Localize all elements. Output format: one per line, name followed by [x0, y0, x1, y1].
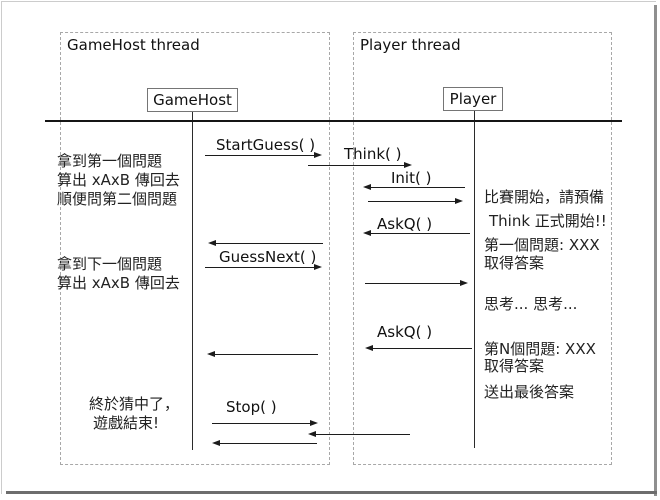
note-player-thinking: 思考... 思考... — [484, 295, 578, 313]
note-gamehost-next-question: 拿到下一個問題 算出 xAxB 傳回去 — [57, 255, 180, 293]
arrow-return-left-4 — [212, 440, 317, 446]
message-label-think: Think( ) — [344, 145, 402, 163]
object-box-player: Player — [443, 87, 503, 111]
arrow-stop-right — [212, 420, 318, 426]
arrow-return-right-1 — [368, 198, 463, 204]
note-player-think-begin: Think 正式開始!! — [489, 212, 607, 230]
note-line: 算出 xAxB 傳回去 — [57, 171, 180, 189]
lane-box-player-thread — [353, 32, 612, 465]
note-player-nth-question: 第N個問題: XXX — [484, 340, 596, 358]
message-label-guessnext: GuessNext( ) — [219, 248, 317, 266]
arrow-guessnext-right — [205, 264, 322, 270]
frame-right-shadow — [654, 5, 657, 496]
arrowhead-left-icon — [208, 240, 216, 246]
note-player-final-answer: 送出最後答案 — [484, 383, 575, 401]
lifeline-player — [474, 111, 475, 448]
frame-left-border — [1, 1, 2, 494]
arrowhead-left-icon — [363, 230, 371, 236]
arrowhead-left-icon — [308, 431, 316, 437]
arrowhead-right-icon — [314, 264, 322, 270]
arrow-startguess-right — [205, 152, 322, 158]
note-gamehost-game-over: 終於猜中了， 遊戲結束! — [89, 395, 179, 433]
lane-box-gamehost-thread — [60, 32, 330, 465]
arrowhead-right-icon — [460, 280, 468, 286]
arrowhead-left-icon — [365, 345, 373, 351]
arrowhead-right-icon — [404, 162, 412, 168]
note-gamehost-first-question: 拿到第一個問題 算出 xAxB 傳回去 順便問第二個問題 — [57, 152, 180, 209]
message-label-askq-first: AskQ( ) — [377, 215, 433, 233]
arrow-return-left-3 — [308, 431, 410, 437]
message-label-startguess: StartGuess( ) — [216, 136, 316, 154]
lane-title-player-thread: Player thread — [360, 36, 461, 54]
arrowhead-right-icon — [310, 420, 318, 426]
arrowhead-right-icon — [314, 152, 322, 158]
arrow-return-right-2 — [365, 280, 468, 286]
message-label-stop: Stop( ) — [226, 398, 277, 416]
arrow-think-right — [308, 162, 412, 168]
arrow-init-left — [363, 184, 465, 190]
note-line: 算出 xAxB 傳回去 — [57, 274, 180, 292]
frame-bottom-shadow — [6, 491, 657, 494]
arrow-return-left-1 — [208, 240, 323, 246]
note-player-game-start: 比賽開始，請預備 — [484, 188, 605, 206]
arrowhead-left-icon — [207, 351, 215, 357]
arrowhead-left-icon — [363, 184, 371, 190]
note-line: 遊戲結束! — [93, 414, 160, 432]
message-label-askq-nth: AskQ( ) — [377, 323, 433, 341]
frame-top-border — [1, 1, 656, 2]
arrow-askq-first-left — [363, 230, 470, 236]
note-line: 順便問第二個問題 — [57, 190, 178, 208]
arrowhead-left-icon — [212, 440, 220, 446]
note-player-got-answer-1: 取得答案 — [484, 254, 545, 272]
note-line: 拿到第一個問題 — [57, 152, 163, 170]
arrowhead-right-icon — [455, 198, 463, 204]
arrow-askq-nth-left — [365, 345, 472, 351]
note-line: 終於猜中了， — [89, 395, 180, 413]
lifeline-gamehost — [192, 112, 193, 450]
note-line: 拿到下一個問題 — [57, 255, 163, 273]
lane-title-gamehost-thread: GameHost thread — [67, 36, 200, 54]
arrow-return-left-2 — [207, 351, 318, 357]
object-box-gamehost: GameHost — [147, 88, 238, 112]
timeline-baseline — [45, 120, 622, 122]
note-player-first-question: 第一個問題: XXX — [484, 236, 600, 254]
note-player-got-answer-2: 取得答案 — [484, 357, 545, 375]
message-label-init: Init( ) — [391, 169, 432, 187]
